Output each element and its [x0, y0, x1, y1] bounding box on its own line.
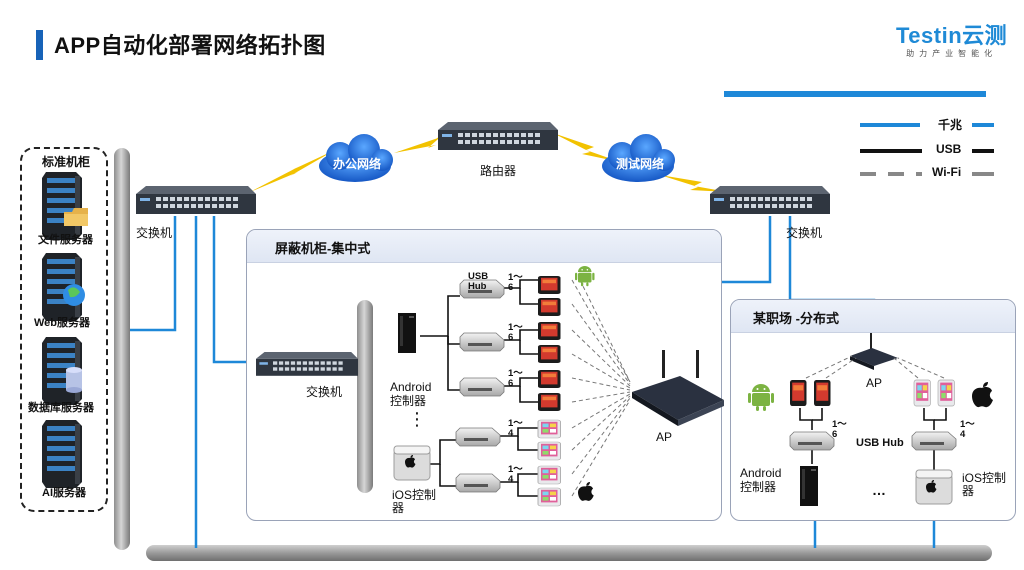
field-ios-count: 1～ 4: [960, 419, 975, 440]
field-office-title: 某职场 -分布式: [753, 311, 839, 326]
device-count-label: 1～ 6: [508, 368, 523, 389]
legend-wifi-label: Wi-Fi: [932, 165, 962, 179]
lightning-right-b: [660, 175, 728, 192]
folder-icon: [64, 208, 88, 226]
phone-icon: [537, 441, 562, 461]
android-icon: [748, 384, 774, 411]
legend-top-bar: [724, 91, 986, 97]
ios-controller-label: iOS控制 器: [392, 488, 437, 515]
cloud-icon: [319, 134, 393, 182]
usb-hub-icon: [911, 431, 957, 451]
switch-icon: [256, 352, 358, 376]
device-count-label: 1～ 4: [508, 464, 523, 485]
phone-icon: [537, 465, 562, 485]
field-android-controller-label: Android 控制器: [740, 466, 782, 494]
usb-hub-icon: [789, 431, 835, 451]
switch-left-label: 交换机: [136, 226, 173, 240]
usb-hub-icon: [455, 427, 501, 447]
wifi-links-field: [805, 355, 945, 379]
title-accent-bar: [36, 30, 43, 60]
backbone-bus-bottom: [146, 545, 992, 561]
android-icon: [575, 266, 595, 287]
standard-cabinet: [20, 147, 108, 512]
router-label: 路由器: [480, 164, 517, 178]
logo-text: Testin云测: [896, 23, 1008, 48]
usb-links-field: [799, 408, 947, 470]
backbone-pillar-left: [114, 148, 130, 550]
phone-icon: [538, 298, 561, 316]
brand-logo: Testin云测 助力产业智能化: [896, 18, 1007, 59]
device-count-label: 1～ 6: [508, 272, 523, 293]
usb-hub-icon: [459, 377, 505, 397]
shield-switch-label: 交换机: [306, 385, 343, 399]
phone-icon: [538, 322, 561, 340]
test-network-label: 测试网络: [616, 157, 665, 171]
device-count-label: 1～ 6: [508, 322, 523, 343]
lightning-left-a: [250, 150, 335, 192]
android-controller-label: Android 控制器: [390, 380, 432, 408]
apple-icon: [972, 382, 993, 408]
ap-icon: [850, 333, 898, 370]
field-usb-hub-label: USB Hub: [856, 437, 904, 449]
shield-pillar: [357, 300, 373, 493]
switch-right-label: 交换机: [786, 226, 823, 240]
phone-icon: [537, 419, 562, 439]
phone-icon: [537, 487, 562, 507]
shield-ap-label: AP: [656, 430, 673, 444]
phone-icon: [538, 276, 561, 294]
cloud-icon: [602, 134, 675, 182]
phone-icon: [814, 380, 831, 406]
lightning-right-a: [553, 133, 620, 162]
legend-gigabit-label: 千兆: [938, 118, 963, 132]
page-title: APP自动化部署网络拓扑图: [54, 33, 326, 58]
mini-pc-icon: [800, 466, 818, 506]
shield-cabinet-panel: 屏蔽机柜-集中式: [246, 229, 722, 521]
web-server-label: Web服务器: [34, 317, 91, 329]
phone-icon: [538, 345, 561, 363]
field-ios-controller-label: iOS控制 器: [962, 471, 1007, 498]
cabinet-title: 标准机柜: [42, 155, 91, 169]
wifi-links-shield: [571, 279, 631, 497]
usb-hub-icon: [459, 332, 505, 352]
field-more-ellipsis: …: [872, 482, 886, 498]
device-count-label: 1～ 4: [508, 418, 523, 439]
database-icon: [66, 367, 82, 393]
logo-slogan: 助力产业智能化: [906, 49, 998, 58]
shield-cabinet-title: 屏蔽机柜-集中式: [275, 241, 371, 256]
database-server-label: 数据库服务器: [28, 402, 94, 414]
field-office-header: [731, 300, 1015, 333]
field-ap-label: AP: [866, 376, 883, 390]
phone-icon: [913, 379, 932, 407]
phone-icon: [790, 380, 807, 406]
phone-icon: [538, 370, 561, 388]
apple-icon: [578, 482, 594, 501]
field-office-panel: 某职场 -分布式: [730, 299, 1016, 521]
phone-icon: [937, 379, 956, 407]
ai-server-label: AI服务器: [42, 487, 86, 499]
field-android-count: 1～ 6: [832, 419, 847, 440]
shield-cabinet-header: [247, 230, 721, 263]
file-server-label: 文件服务器: [38, 234, 93, 246]
office-network-label: 办公网络: [333, 157, 382, 171]
legend-usb-label: USB: [936, 142, 962, 156]
mini-pc-icon: [398, 313, 416, 353]
usb-hub-icon: [455, 473, 501, 493]
phone-icon: [538, 393, 561, 411]
usb-hub-label: USB Hub: [468, 271, 489, 292]
ap-icon: [632, 350, 724, 426]
usb-links-shield: [410, 279, 538, 497]
more-controllers-ellipsis: ⋮: [408, 409, 426, 429]
